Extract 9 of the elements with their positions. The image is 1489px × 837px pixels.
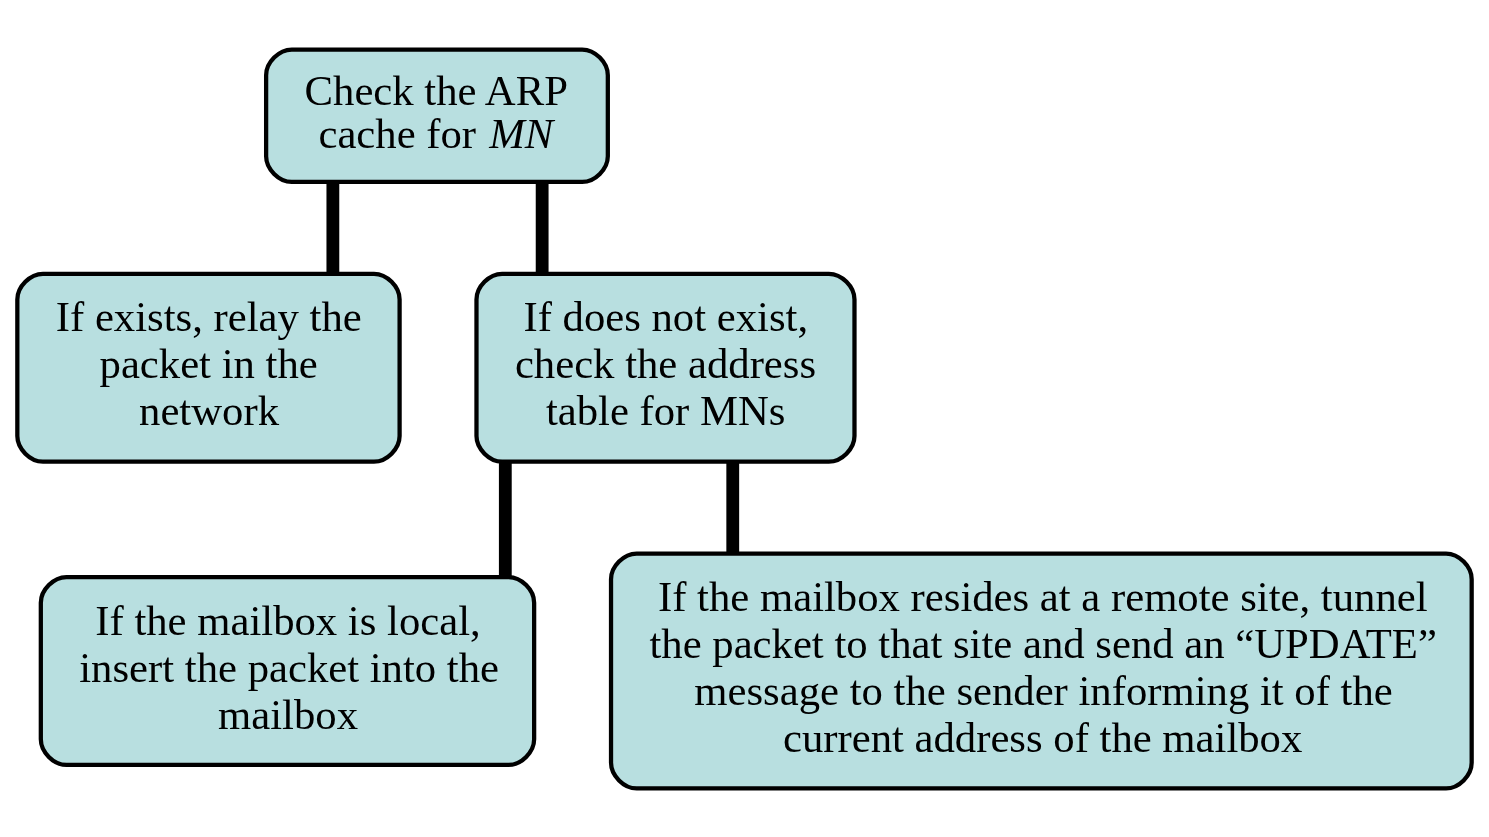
node-box: If the mailbox resides at a remote site, tunnel the packet to that site and send an “UPDATE” message to the sender informing it of the current address of the mailbox	[608, 550, 1474, 791]
connector	[535, 181, 549, 274]
connector	[326, 181, 340, 274]
node-box: Check the ARP cache for MN	[264, 46, 610, 184]
node-box: If exists, relay the packet in the network	[15, 271, 402, 464]
connector	[498, 461, 512, 577]
connector	[726, 461, 740, 553]
node-box: If the mailbox is local, insert the packet into the mailbox	[38, 574, 537, 767]
node-box: If does not exist, check the address table for MNs	[474, 271, 857, 464]
